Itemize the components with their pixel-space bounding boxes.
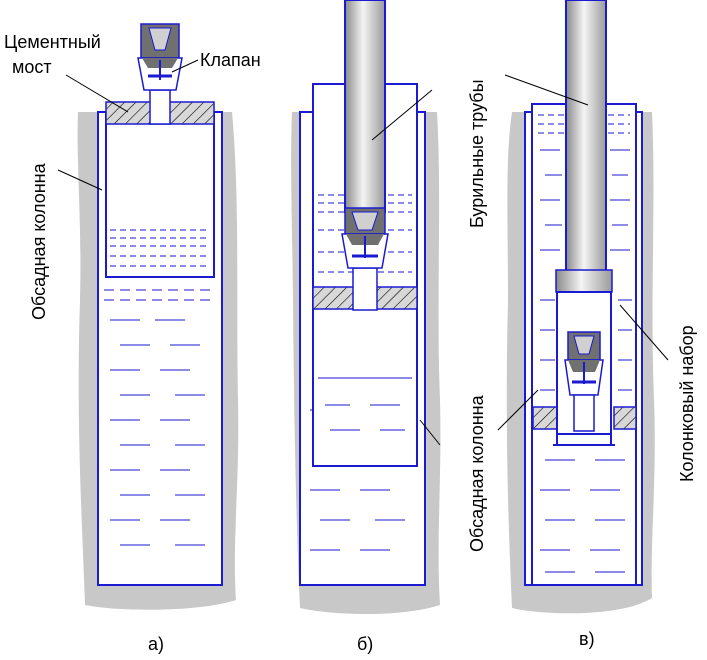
label-casing-left: Обсадная колонна (29, 162, 49, 320)
label-cement-bridge-2: мост (12, 57, 52, 77)
caption-b: б) (357, 634, 373, 654)
valve-a (137, 23, 183, 91)
drill-pipe-b (344, 0, 386, 213)
rock-c (506, 112, 655, 614)
liner-a (105, 111, 215, 278)
label-drill-pipes: Бурильные трубы (467, 79, 487, 228)
panel-b (291, 0, 441, 614)
label-casing-right: Обсадная колонна (467, 394, 487, 552)
fluid-a (104, 289, 216, 546)
label-valve: Клапан (200, 50, 261, 70)
label-cement-bridge-1: Цементный (4, 32, 101, 52)
cement-bridge-c-right (613, 406, 637, 430)
leader-lines (57, 59, 669, 446)
panel-a (77, 23, 239, 610)
caption-a: а) (148, 634, 164, 654)
valve-c (564, 331, 604, 432)
cement-bridge-c-left (532, 406, 558, 430)
caption-c: в) (579, 629, 595, 649)
label-core-barrel: Колонковый набор (677, 325, 697, 482)
panel-c (506, 0, 655, 614)
drill-pipe-c (565, 0, 607, 273)
core-barrel (555, 269, 613, 293)
valve-b (341, 207, 389, 269)
